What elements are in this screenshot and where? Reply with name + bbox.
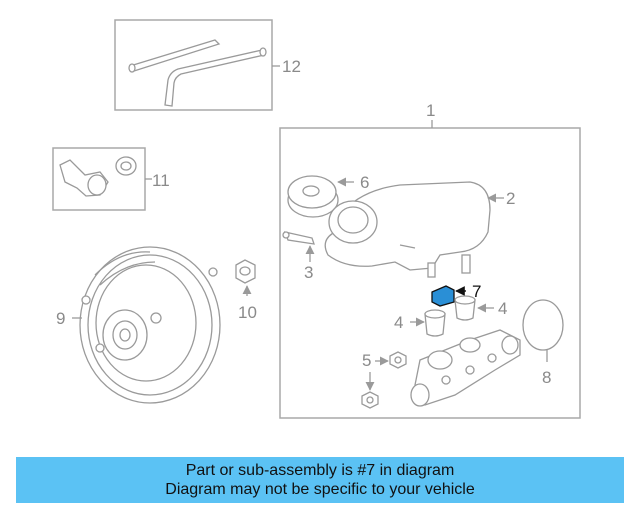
parts-diagram: 12 11 1 6 2 3 [52,19,581,419]
banner-line-1: Part or sub-assembly is #7 in diagram [185,462,455,479]
part-12-hoses[interactable]: 12 [114,19,301,111]
info-banner: Part or sub-assembly is #7 in diagram Di… [16,457,624,503]
callout-10: 10 [238,303,257,322]
part-7-highlighted[interactable]: 7 [431,282,481,307]
part-9-brake-booster[interactable]: 9 [56,246,221,404]
callout-5: 5 [362,351,371,370]
part-8-seal[interactable]: 8 [522,299,564,387]
callout-8: 8 [542,368,551,387]
banner-line-2: Diagram may not be specific to your vehi… [165,481,475,498]
part-11-fitting[interactable]: 11 [52,147,170,211]
part-3-sensor[interactable]: 3 [282,231,315,282]
callout-4b: 4 [498,299,507,318]
part-2-reservoir[interactable]: 2 [324,181,515,278]
callout-1: 1 [426,101,435,120]
callout-4a: 4 [394,313,403,332]
part-10-nut[interactable]: 10 [235,259,257,322]
master-cylinder-body[interactable] [410,329,521,407]
callout-12: 12 [282,57,301,76]
part-4-grommets[interactable]: 4 4 [394,295,507,337]
part-5-nuts[interactable]: 5 [361,351,407,409]
callout-7: 7 [472,282,481,301]
callout-9: 9 [56,309,65,328]
callout-11: 11 [152,171,170,190]
callout-3: 3 [304,263,313,282]
part-6-reservoir-cap[interactable]: 6 [287,173,369,218]
callout-2: 2 [506,189,515,208]
callout-6: 6 [360,173,369,192]
part-1-assembly[interactable]: 1 [279,101,581,419]
